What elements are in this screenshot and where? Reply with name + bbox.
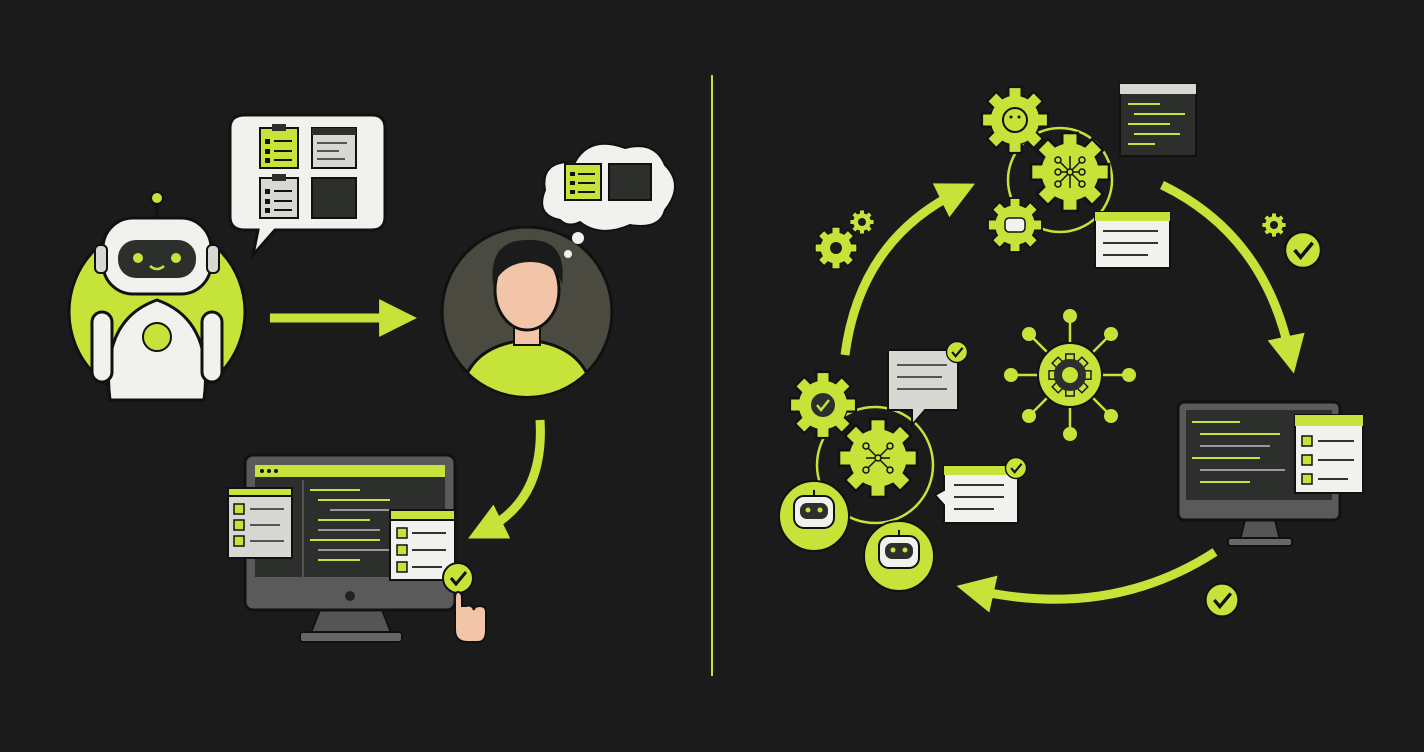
- robot-gear-icon: [987, 197, 1043, 253]
- code-window-icon: [311, 127, 357, 169]
- top-cluster: [980, 83, 1197, 269]
- check-badge-icon: [1283, 230, 1323, 270]
- checklist-panel-icon: [227, 487, 293, 559]
- code-window-icon: [1119, 83, 1197, 157]
- robot-icon: [67, 191, 247, 402]
- thought-cloud-icon: [541, 142, 676, 258]
- gear-icon: [814, 226, 858, 270]
- clipboard-checklist-icon: [259, 174, 299, 219]
- neural-network-gear-icon: [1029, 131, 1111, 213]
- checklist-window-icon: [933, 456, 1028, 524]
- speech-bubble-icon: [228, 113, 387, 261]
- gear-icon: [1261, 212, 1287, 238]
- chat-bubble-icon: [887, 340, 969, 428]
- check-badge-icon: [1203, 581, 1241, 619]
- pointing-hand-icon: [454, 590, 487, 643]
- robot-avatar-icon: [778, 480, 850, 552]
- gear-icon: [849, 209, 875, 235]
- code-window-icon: [311, 177, 357, 219]
- curved-arrow-icon: [468, 419, 545, 539]
- neural-network-gear-icon: [837, 417, 919, 499]
- gear-icon: [788, 370, 858, 440]
- person-avatar-icon: [440, 225, 614, 399]
- checklist-panel-icon: [389, 509, 456, 581]
- robot-gear-icon: [980, 85, 1050, 155]
- robot-avatar-icon: [863, 520, 935, 592]
- check-circle-icon: [441, 561, 475, 595]
- clipboard-checklist-icon: [259, 124, 299, 169]
- cycle-arrow-icon: [840, 180, 1305, 613]
- bottom-cluster: [778, 340, 1028, 592]
- monitor-icon: [1176, 400, 1364, 547]
- checklist-window-icon: [1094, 211, 1171, 269]
- hub-gear-icon: [1004, 309, 1136, 441]
